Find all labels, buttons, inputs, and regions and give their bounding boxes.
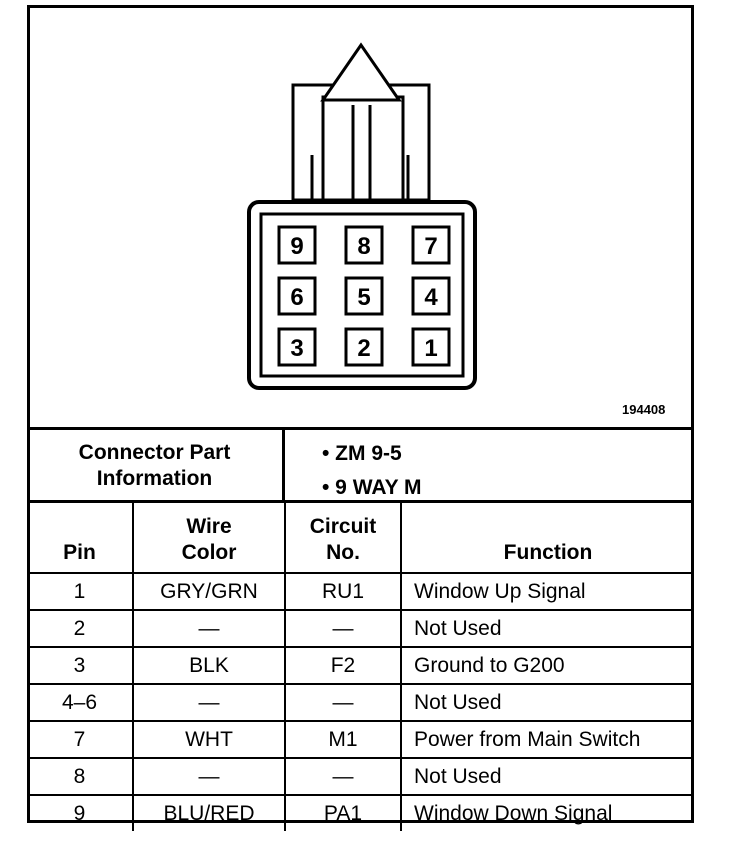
pin-number: 2 — [357, 335, 370, 362]
pin-cell: 3 — [27, 646, 134, 685]
function-cell: Window Down Signal — [400, 794, 694, 831]
circuit-cell: F2 — [284, 646, 402, 685]
pin-number: 5 — [357, 284, 370, 311]
pin-cavity — [277, 327, 317, 367]
header-function: Function — [400, 500, 694, 574]
wire-color-cell: — — [132, 757, 286, 796]
connector-info-title-line2: Information — [96, 467, 213, 490]
pin-number: 3 — [290, 335, 303, 362]
circuit-cell: — — [284, 757, 402, 796]
function-cell: Ground to G200 — [400, 646, 694, 685]
wire-color-cell: WHT — [132, 720, 286, 759]
function-cell: Window Up Signal — [400, 572, 694, 611]
pin-number: 6 — [290, 284, 303, 311]
pin-cavity — [344, 225, 384, 265]
pin-cavity — [277, 225, 317, 265]
pin-cell: 4–6 — [27, 683, 134, 722]
circuit-cell: M1 — [284, 720, 402, 759]
connector-info-list: • ZM 9-5 • 9 WAY M — [322, 437, 422, 505]
connector-info: Connector Part Information • ZM 9-5 • 9 … — [27, 427, 694, 502]
pin-number: 9 — [290, 233, 303, 260]
circuit-cell: PA1 — [284, 794, 402, 831]
header-pin: Pin — [27, 500, 134, 574]
table-row: 4–6——Not Used — [27, 683, 694, 722]
function-cell: Not Used — [400, 757, 694, 796]
pin-number: 1 — [424, 335, 437, 362]
function-cell: Not Used — [400, 683, 694, 722]
pin-cavity — [411, 276, 451, 316]
circuit-cell: — — [284, 683, 402, 722]
wire-color-cell: BLK — [132, 646, 286, 685]
pin-cavity — [411, 327, 451, 367]
connector-diagram: 9 8 7 6 5 4 3 2 1 — [27, 5, 694, 430]
pin-number: 7 — [424, 233, 437, 260]
pin-number: 8 — [357, 233, 370, 260]
connector-info-title: Connector Part Information — [27, 430, 285, 502]
table-row: 2——Not Used — [27, 609, 694, 648]
function-cell: Not Used — [400, 609, 694, 648]
connector-info-item: • 9 WAY M — [322, 476, 422, 499]
circuit-cell: RU1 — [284, 572, 402, 611]
pin-cell: 7 — [27, 720, 134, 759]
table-row: 8——Not Used — [27, 757, 694, 796]
pin-cell: 9 — [27, 794, 134, 831]
connector-info-title-line1: Connector Part — [78, 441, 231, 464]
wire-color-cell: GRY/GRN — [132, 572, 286, 611]
connector-info-item: • ZM 9-5 — [322, 442, 402, 465]
pin-number: 4 — [424, 284, 438, 311]
pin-cell: 8 — [27, 757, 134, 796]
wire-color-cell: BLU/RED — [132, 794, 286, 831]
pin-cavity — [344, 327, 384, 367]
pin-cavity — [277, 276, 317, 316]
pin-cavity — [411, 225, 451, 265]
figure-id: 194408 — [622, 402, 666, 417]
connector-latch — [291, 42, 431, 202]
pin-cell: 2 — [27, 609, 134, 648]
circuit-cell: — — [284, 609, 402, 648]
wire-color-cell: — — [132, 683, 286, 722]
pin-cell: 1 — [27, 572, 134, 611]
connector-drawing: 9 8 7 6 5 4 3 2 1 — [247, 42, 477, 390]
function-cell: Power from Main Switch — [400, 720, 694, 759]
wire-color-cell: — — [132, 609, 286, 648]
pin-cavity — [344, 276, 384, 316]
